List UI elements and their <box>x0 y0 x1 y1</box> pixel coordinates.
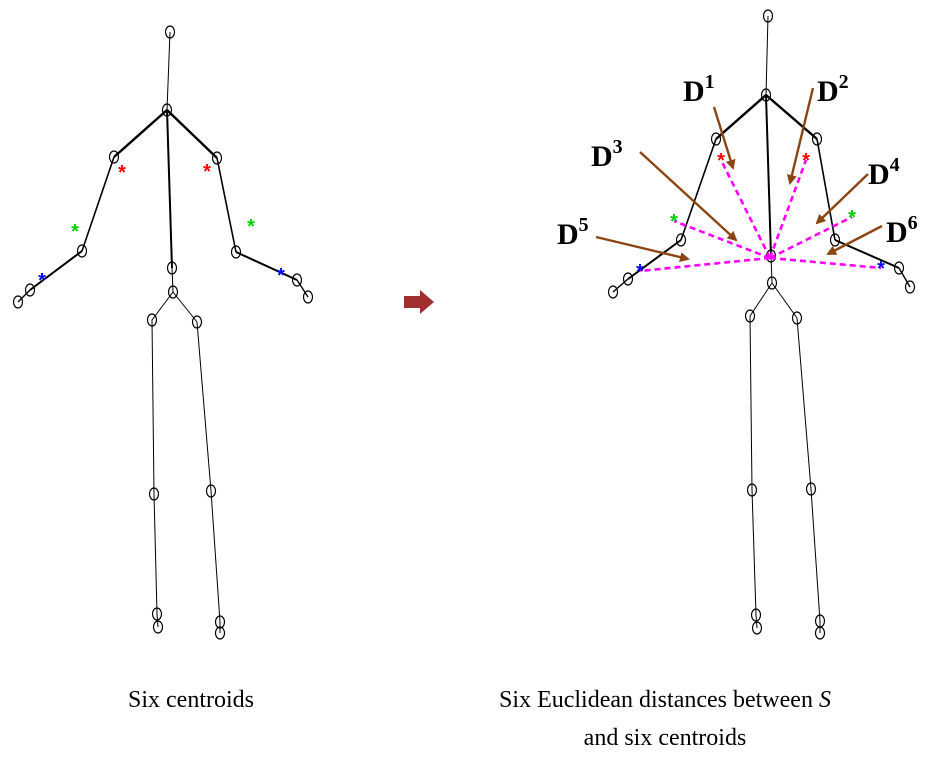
label-d4: D4 <box>868 154 900 191</box>
pointer-arrow-d6 <box>826 224 883 256</box>
centroid-wrist-left: * <box>636 261 644 283</box>
centroid-wrist-right: * <box>277 265 285 287</box>
centroid-wrist-right: * <box>877 258 885 280</box>
distance-line-1 <box>719 159 772 259</box>
caption-right-line2: and six centroids <box>583 725 747 751</box>
right-centroids: * * * * * * <box>636 150 885 283</box>
centroid-shoulder-right: * <box>802 150 810 172</box>
distance-line-4 <box>769 215 853 260</box>
centroid-elbow-right: * <box>848 207 856 229</box>
pointer-arrow-d4 <box>815 173 869 225</box>
centroid-shoulder-left: * <box>118 162 126 184</box>
centroid-elbow-left: * <box>71 221 79 243</box>
left-centroids: * * * * * * <box>38 161 285 292</box>
distance-line-2 <box>768 159 808 259</box>
caption-right: Six Euclidean distances between S and si… <box>430 681 900 757</box>
centroid-shoulder-left: * <box>717 150 725 172</box>
label-d2: D2 <box>817 71 849 108</box>
distance-lines <box>639 159 882 273</box>
label-d1: D1 <box>683 71 715 108</box>
transition-arrow-icon <box>404 290 434 314</box>
distance-line-5 <box>639 256 771 273</box>
pointer-arrow-d2 <box>787 87 815 185</box>
label-d5: D5 <box>557 214 589 251</box>
distance-line-6 <box>769 256 882 270</box>
centroid-elbow-right: * <box>247 216 255 238</box>
pointer-arrow-d3 <box>639 151 738 242</box>
distance-line-3 <box>673 219 771 260</box>
caption-right-variable: S <box>818 687 831 713</box>
pointer-arrow-d5 <box>595 235 690 263</box>
caption-right-line1-text: Six Euclidean distances between <box>499 687 819 713</box>
pointer-arrow-d1 <box>712 106 736 170</box>
caption-left: Six centroids <box>128 687 254 713</box>
centroid-wrist-left: * <box>38 270 46 292</box>
left-skeleton <box>12 25 314 640</box>
right-skeleton <box>607 9 916 640</box>
centroid-shoulder-right: * <box>203 161 211 183</box>
pointer-arrows <box>595 87 883 263</box>
label-d6: D6 <box>886 212 918 249</box>
label-d3: D3 <box>591 136 623 173</box>
centroid-elbow-left: * <box>670 211 678 233</box>
